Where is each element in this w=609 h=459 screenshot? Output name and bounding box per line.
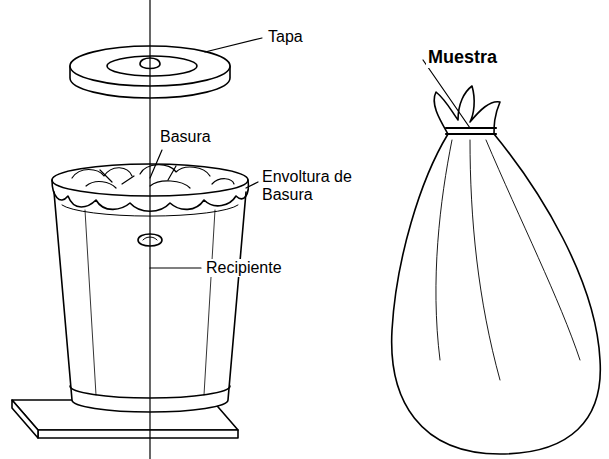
leader-lines [150, 38, 470, 268]
part-label: Tapa [266, 28, 305, 46]
axis-line [149, 0, 150, 459]
garbage [72, 165, 234, 188]
part-label: Recipiente [204, 259, 284, 277]
part-label: Envoltura de Basura [260, 168, 356, 205]
sample-bag [392, 86, 601, 454]
sample-label: Muestra [426, 47, 499, 68]
part-label: Basura [158, 128, 213, 146]
